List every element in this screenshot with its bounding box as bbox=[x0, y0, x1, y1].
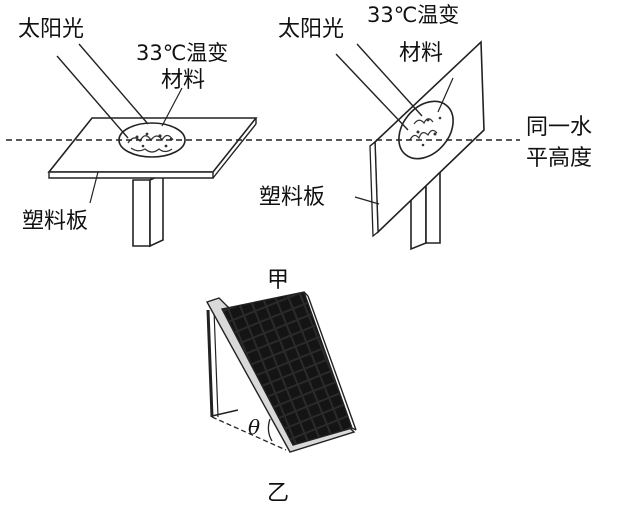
left-material-label-line2: 材料 bbox=[161, 68, 205, 93]
figure-b-caption: 乙 bbox=[267, 481, 289, 505]
right-sunlight-label: 太阳光 bbox=[278, 17, 344, 42]
right-material-label-line2: 材料 bbox=[399, 41, 443, 66]
solar-panel-setup bbox=[205, 291, 357, 453]
right-material-label-line1: 33℃温变 bbox=[367, 3, 459, 27]
right-board-label: 塑料板 bbox=[259, 185, 325, 210]
angle-theta-label: θ bbox=[248, 415, 260, 439]
left-sunlight-label: 太阳光 bbox=[18, 17, 84, 42]
left-board-label: 塑料板 bbox=[22, 209, 88, 234]
right-setup bbox=[335, 40, 485, 251]
solar-panel-cells bbox=[220, 291, 353, 446]
solar-support-leg bbox=[206, 309, 214, 418]
level-label-line2: 平高度 bbox=[526, 146, 592, 171]
figure-a-caption: 甲 bbox=[267, 268, 289, 293]
right-temperature-material bbox=[398, 100, 454, 160]
ground-dashed-line bbox=[211, 416, 287, 451]
left-board-edge bbox=[48, 171, 214, 179]
left-post bbox=[132, 172, 164, 248]
level-label-line1: 同一水 bbox=[526, 115, 592, 140]
left-sunlight-rays bbox=[56, 43, 149, 139]
angle-arc bbox=[267, 418, 273, 442]
right-sunlight-rays bbox=[335, 43, 423, 131]
left-material-label-line1: 33℃温变 bbox=[136, 41, 228, 65]
